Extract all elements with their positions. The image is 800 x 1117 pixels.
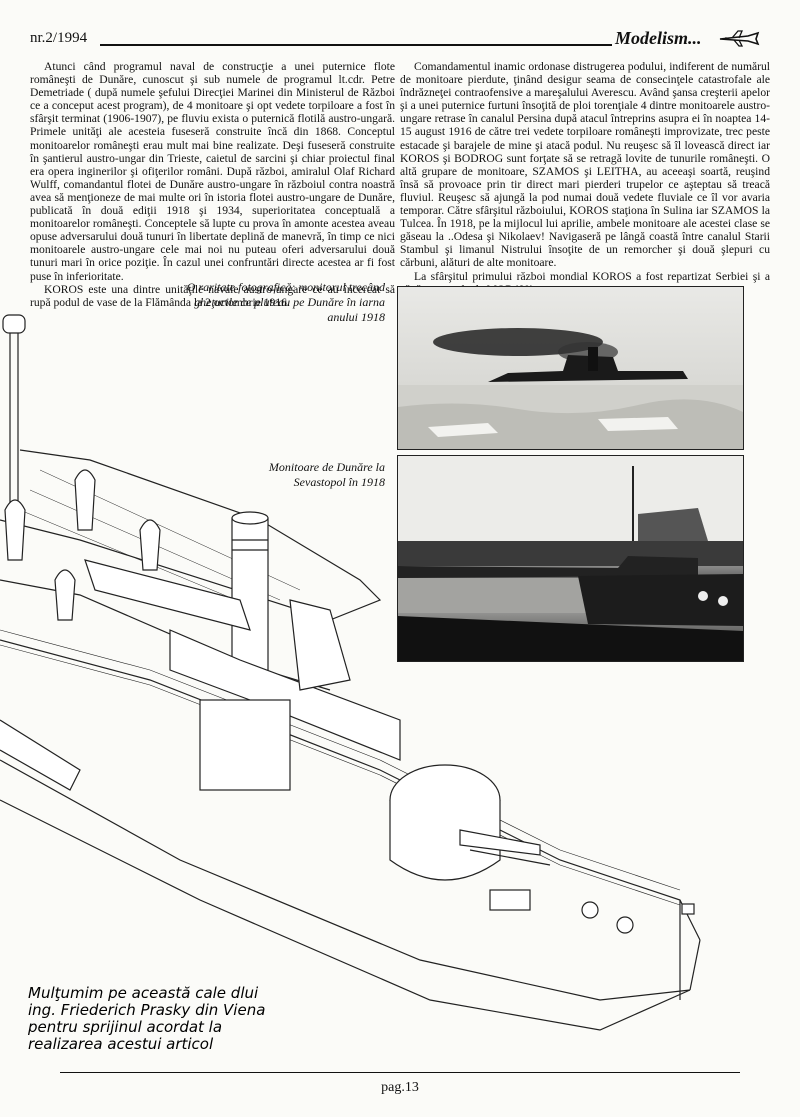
issue-number: nr.2/1994: [30, 30, 88, 46]
right-paragraph-1: Comandamentul inamic ordonase distrugere…: [400, 60, 770, 270]
footer-rule: [60, 1072, 740, 1073]
acknowledgement-line-1: Mulţumim pe această cale dlui: [28, 984, 259, 1002]
photo-caption-2: Monitoare de Dunăre la Sevastopol în 191…: [268, 460, 385, 489]
acknowledgement-line-3: pentru sprijinul acordat la: [28, 1018, 223, 1036]
harbor-image: [398, 456, 743, 661]
photo-caption-1: O raritate fotografică: monitorul trecân…: [186, 280, 385, 324]
left-paragraph-1: Atunci când programul naval de construcţ…: [30, 60, 395, 283]
left-paragraph-2: KOROS este una dintre unităţile navale a…: [30, 282, 395, 309]
header-rule: [100, 44, 612, 46]
page-number: pag.13: [381, 1080, 419, 1095]
acknowledgement-line-4: realizarea acestui articol: [28, 1035, 214, 1053]
article-left-column: Atunci când programul naval de construcţ…: [30, 60, 395, 309]
acknowledgement-line-2: ing. Friederich Prasky din Viena: [28, 1001, 266, 1019]
plane-icon: [719, 30, 760, 47]
acknowledgement-text: Mulţumim pe această cale dlui ing. Fried…: [28, 985, 265, 1053]
monitor-line-drawing: [0, 314, 701, 1031]
article-right-column: Comandamentul inamic ordonase distrugere…: [400, 60, 770, 296]
monitor-ship-image: [398, 328, 743, 449]
photo-monitors-sevastopol: [397, 455, 744, 662]
magazine-logo: Modelism...: [615, 28, 702, 48]
photo-monitor-ice: [397, 286, 744, 450]
